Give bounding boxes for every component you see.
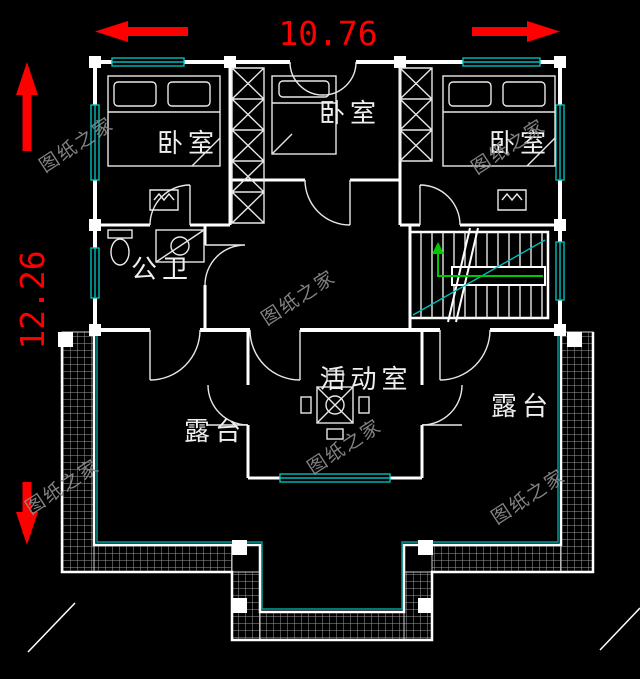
label-bedroom-right: 卧室	[489, 129, 551, 159]
dining-table	[300, 370, 370, 440]
watermarks: 图纸之家 图纸之家 图纸之家 图纸之家 图纸之家 图纸之家	[22, 113, 570, 529]
staircase	[408, 227, 550, 323]
wardrobe-left	[231, 67, 265, 224]
terrace-outline	[60, 332, 595, 642]
bed-left	[107, 75, 221, 167]
dimension-top-value: 10.76	[278, 14, 377, 53]
label-activity-room: 活动室	[319, 365, 412, 395]
doors-layer	[149, 61, 491, 381]
watermark-text: 图纸之家	[304, 415, 386, 479]
dimension-top: 10.76	[95, 14, 560, 53]
label-bedroom-left: 卧室	[157, 129, 219, 159]
toilet	[107, 229, 133, 266]
watermark-text: 图纸之家	[258, 266, 340, 330]
bed-right	[442, 75, 556, 167]
windows-layer	[90, 57, 565, 483]
watermark-text: 图纸之家	[36, 113, 118, 177]
dresser-right	[497, 189, 527, 211]
label-terrace-left: 露台	[184, 417, 246, 447]
label-bedroom-middle: 卧室	[319, 99, 381, 129]
dimension-left: 12.26	[13, 62, 52, 545]
stair-direction-arrow	[432, 242, 543, 277]
terrace-pillars	[58, 332, 582, 613]
wardrobe-right	[399, 67, 433, 162]
dresser-left	[149, 189, 179, 211]
label-bathroom: 公卫	[131, 255, 193, 285]
activity-room-walls	[207, 332, 463, 480]
bathroom-sink	[155, 229, 205, 263]
corner-marks	[27, 602, 640, 653]
label-terrace-right: 露台	[491, 392, 553, 422]
room-labels: 卧室 卧室 卧室 公卫 活动室 露台 露台	[131, 99, 553, 447]
dimension-left-value: 12.26	[13, 250, 52, 349]
bed-middle	[271, 75, 337, 155]
